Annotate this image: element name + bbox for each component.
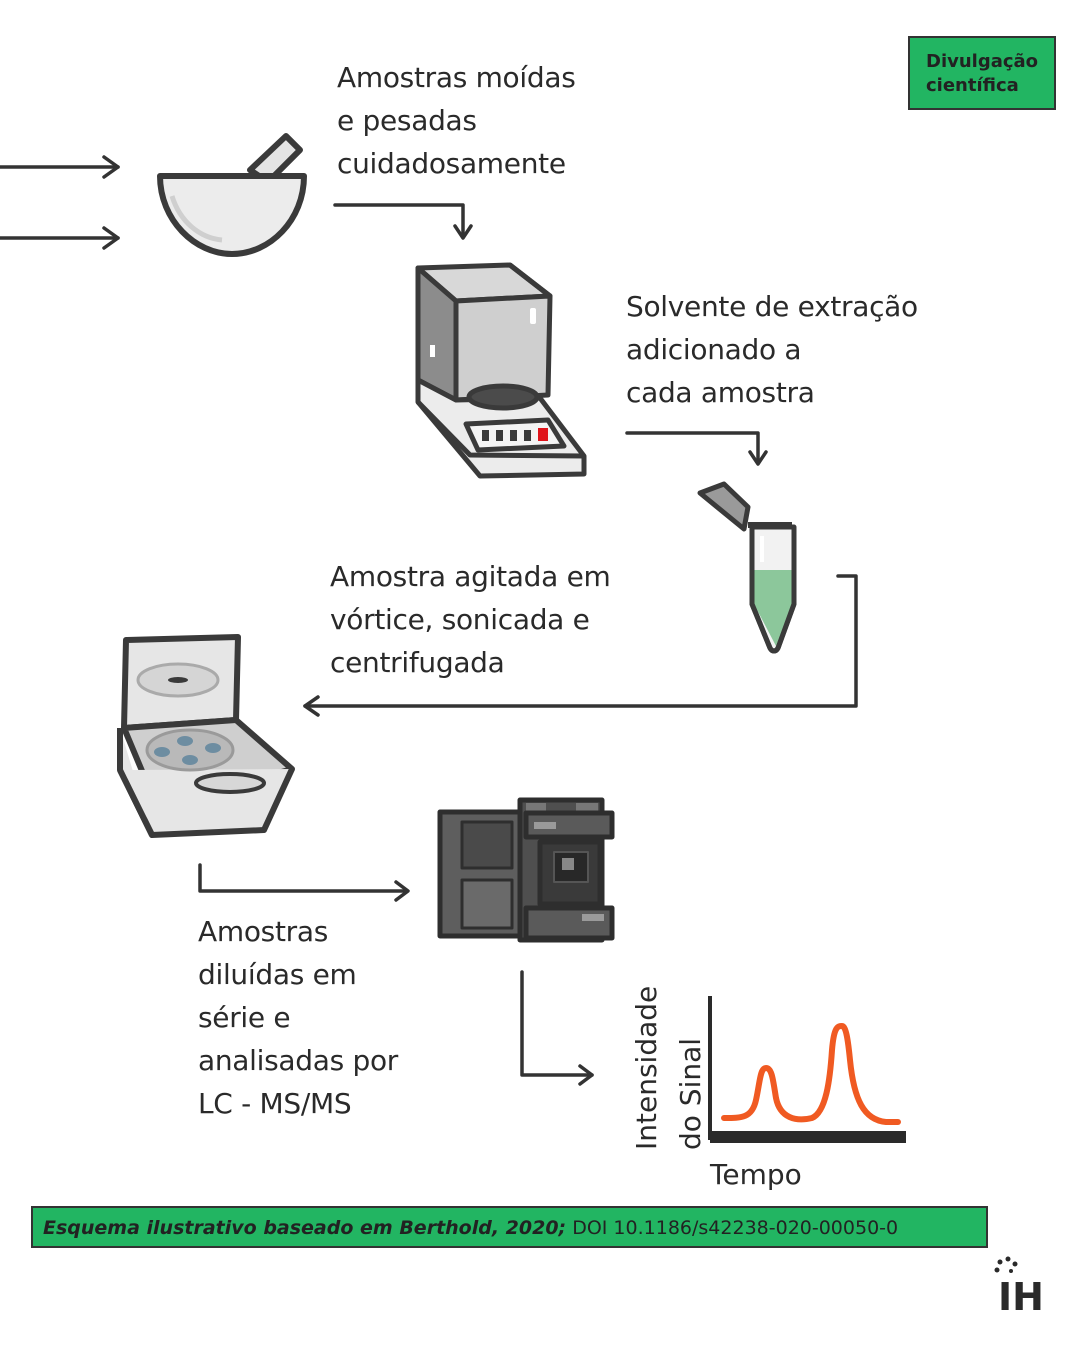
step-4-line: LC - MS/MS (198, 1087, 352, 1120)
step-1-line: Amostras moídas (337, 61, 576, 94)
badge-line-2: científica (926, 75, 1019, 96)
arrow-balance-to-tube (625, 431, 768, 466)
mortar-pestle-icon (157, 133, 307, 257)
arrow-mortar-to-balance (333, 203, 473, 240)
chromatogram-plot: Intensidade do Sinal Tempo (630, 986, 906, 1191)
step-3-line: Amostra agitada em (330, 560, 611, 593)
step-4-line: diluídas em (198, 958, 357, 991)
plot-ylabel-line2: do Sinal (674, 1038, 707, 1150)
step-2-line: adicionado a (626, 333, 802, 366)
step-2-text: Solvente de extração adicionado a cada a… (626, 285, 918, 414)
plot-x-axis (710, 1131, 906, 1143)
signal-trace (721, 1023, 901, 1125)
step-1-line: cuidadosamente (337, 147, 566, 180)
institute-logo: IH (994, 1256, 1044, 1319)
doi-text: DOI 10.1186/s42238-020-00050-0 (572, 1217, 899, 1239)
microtube-icon (697, 481, 797, 654)
logo-text: IH (998, 1275, 1044, 1319)
analytical-balance-icon (415, 262, 587, 479)
arrow-in-2 (0, 226, 120, 250)
step-3-text: Amostra agitada em vórtice, sonicada e c… (330, 555, 611, 684)
step-1-text: Amostras moídas e pesadas cuidadosamente (337, 56, 576, 185)
step-4-text: Amostras diluídas em série e analisadas … (198, 910, 398, 1125)
science-communication-badge: Divulgação científica (908, 36, 1056, 110)
step-2-line: Solvente de extração (626, 290, 918, 323)
step-2-line: cada amostra (626, 376, 815, 409)
step-4-line: Amostras (198, 915, 328, 948)
step-4-line: série e (198, 1001, 291, 1034)
badge-line-1: Divulgação (926, 51, 1039, 72)
step-3-line: vórtice, sonicada e (330, 603, 590, 636)
arrow-tube-to-centrifuge (303, 574, 858, 717)
arrow-in-1 (0, 155, 120, 179)
arrow-centrifuge-to-lcms (198, 863, 410, 902)
arrow-lcms-to-chromatogram (520, 970, 594, 1086)
lcms-instrument-icon (437, 797, 615, 943)
step-1-line: e pesadas (337, 104, 477, 137)
citation-text: Esquema ilustrativo baseado em Berthold,… (43, 1217, 567, 1239)
step-3-line: centrifugada (330, 646, 505, 679)
plot-ylabel-line1: Intensidade (630, 986, 663, 1150)
step-4-line: analisadas por (198, 1044, 399, 1077)
citation-footer: Esquema ilustrativo baseado em Berthold,… (31, 1206, 988, 1248)
plot-xlabel: Tempo (709, 1158, 802, 1191)
centrifuge-icon (117, 634, 295, 838)
